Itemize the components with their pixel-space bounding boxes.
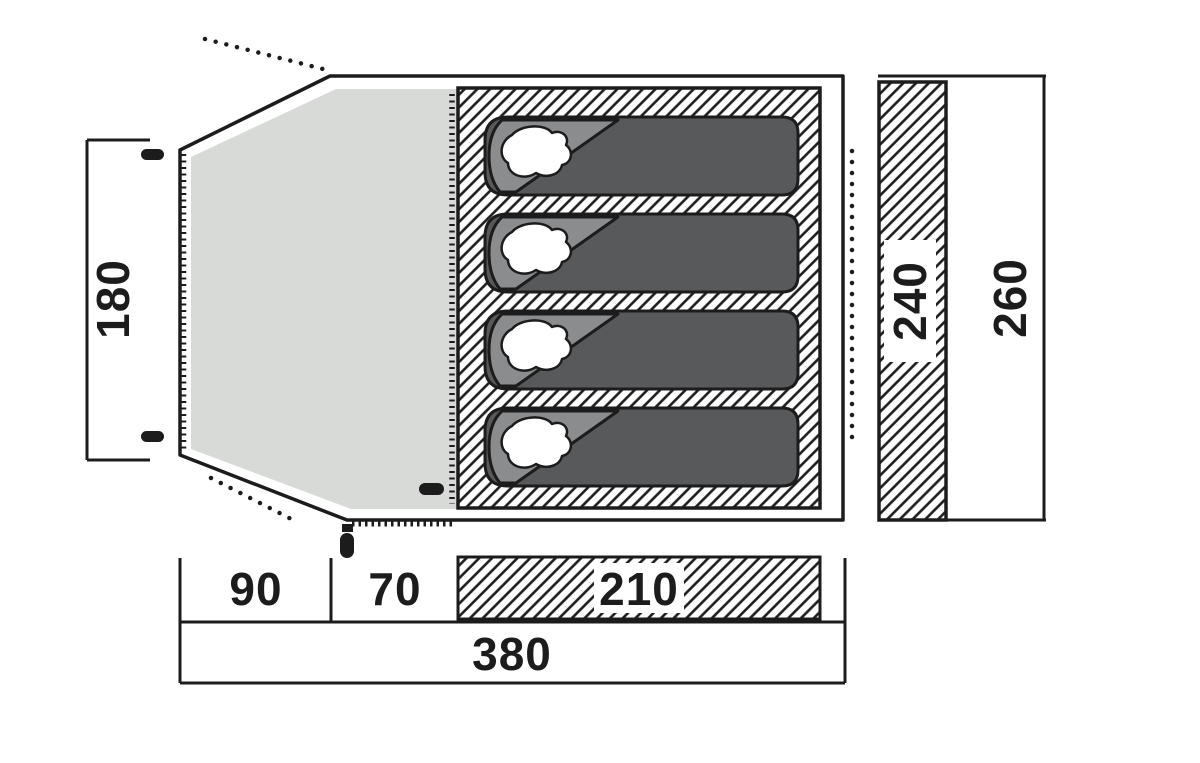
dimension-inner-width: 180	[85, 138, 150, 462]
peg-bottom-center	[340, 533, 354, 558]
peg-door	[419, 483, 444, 495]
porch-area	[191, 89, 458, 509]
dimension-inner-length-box	[456, 555, 822, 621]
sleeping-bag-4	[483, 406, 800, 488]
dimension-outer-depth: 260	[878, 74, 1046, 522]
dim-90-label: 90	[229, 563, 282, 615]
dim-70-label: 70	[368, 563, 421, 615]
peg-bottom-left	[141, 431, 164, 442]
label-halo-240	[884, 240, 936, 362]
guy-line-top-left	[202, 36, 326, 72]
dim-260-label: 260	[984, 258, 1036, 338]
dim-180-label: 180	[87, 259, 139, 339]
dimension-bottom: 90 70 210 380	[178, 555, 847, 685]
sleeping-bag-3	[483, 309, 800, 391]
label-halo-210	[594, 563, 684, 613]
sleeping-bag-1	[483, 115, 800, 197]
sleeping-bag-2	[483, 212, 800, 294]
dim-240-label: 240	[884, 261, 936, 341]
inner-tent-border	[456, 86, 822, 510]
dimension-inner-depth: 240	[877, 80, 948, 522]
peg-top-left	[141, 149, 164, 160]
dim-210-label: 210	[599, 563, 679, 615]
dim-380-label: 380	[472, 628, 552, 680]
zipper-pull-connector	[342, 524, 353, 532]
